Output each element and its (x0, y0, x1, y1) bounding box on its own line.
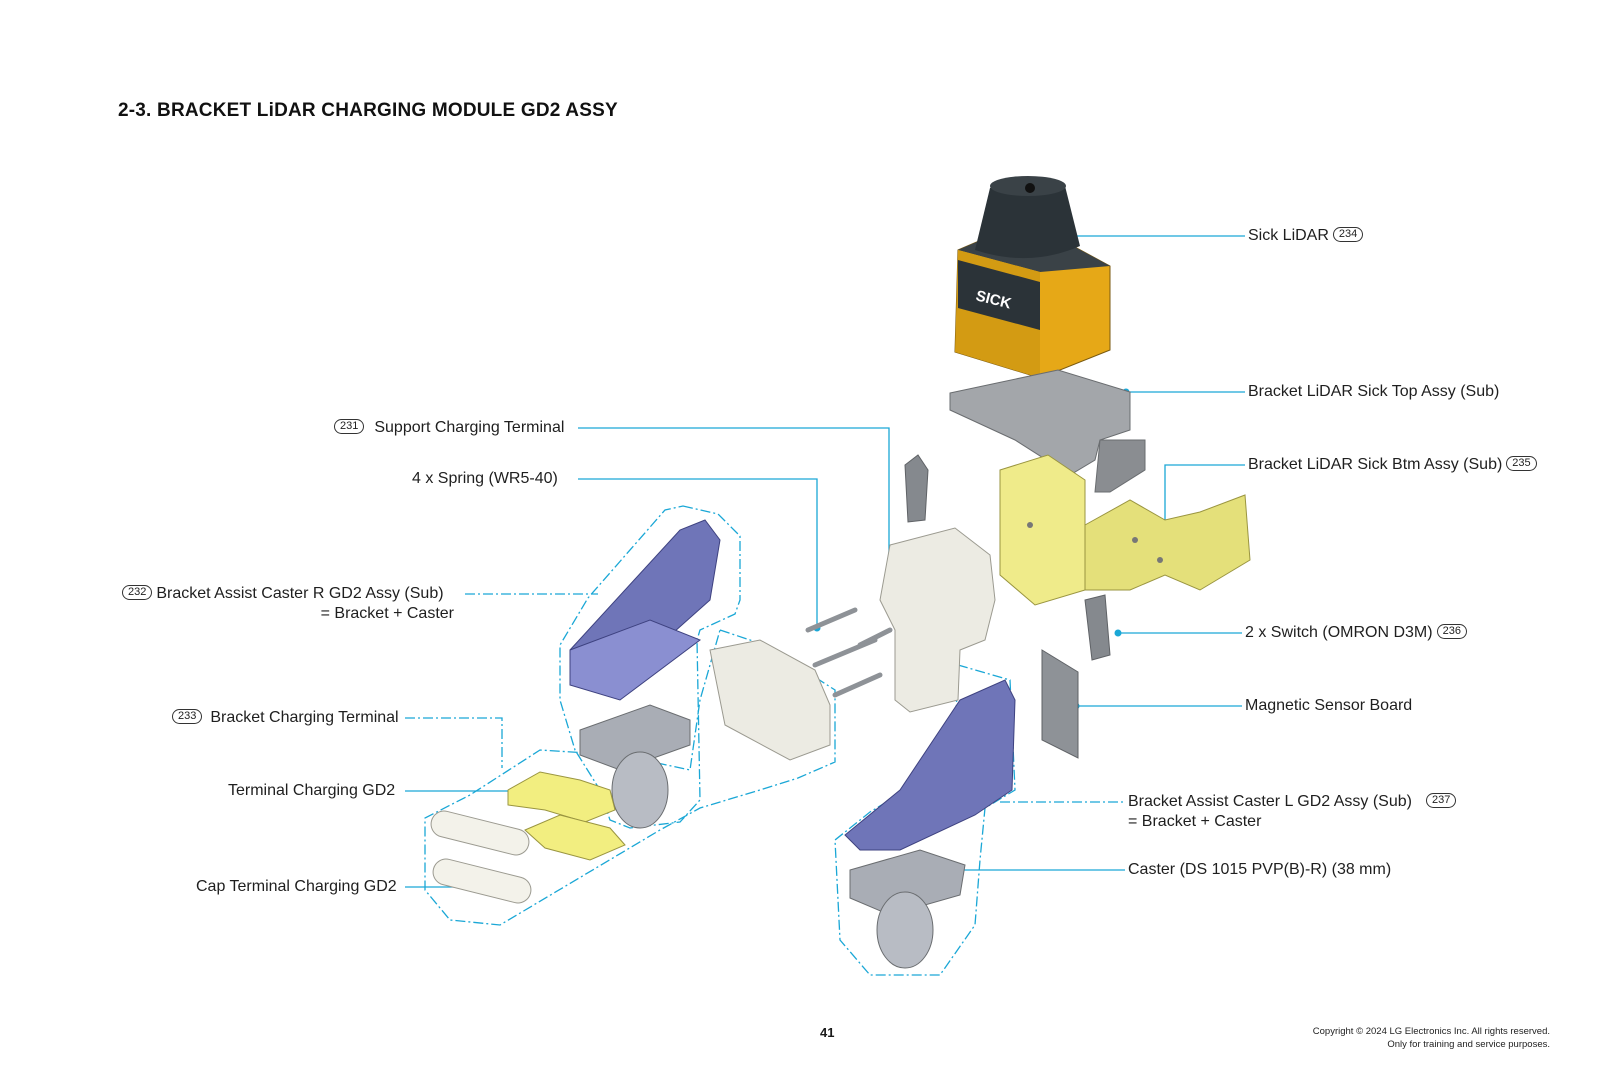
page-title: 2-3. BRACKET LiDAR CHARGING MODULE GD2 A… (118, 100, 618, 121)
charging-housing-part (709, 639, 831, 761)
support-terminal-part (879, 454, 996, 713)
leader-spring (578, 478, 818, 626)
label-top-assy: Bracket LiDAR Sick Top Assy (Sub) (1248, 383, 1500, 400)
magnetic-board-part (1041, 649, 1079, 759)
label-switch: 2 x Switch (OMRON D3M)236 (1245, 623, 1471, 643)
label-spring: 4 x Spring (WR5-40) (412, 470, 558, 487)
part-number-badge: 235 (1506, 456, 1537, 472)
part-number-badge: 232 (122, 585, 153, 601)
part-number-badge: 233 (172, 709, 203, 725)
label-btm-assy: Bracket LiDAR Sick Btm Assy (Sub)235 (1248, 455, 1541, 475)
caster-l-bracket-part (844, 679, 1016, 969)
part-number-badge: 234 (1332, 227, 1364, 243)
label-caster-l: Bracket Assist Caster L GD2 Assy (Sub)23… (1128, 792, 1460, 832)
leader-support (578, 427, 890, 570)
copyright: Copyright © 2024 LG Electronics Inc. All… (1312, 1026, 1550, 1050)
label-terminal-gd2: Terminal Charging GD2 (228, 782, 396, 799)
caster-r-bracket-part (569, 519, 721, 829)
top-bracket-part (949, 369, 1146, 493)
label-caster-r-sub: = Bracket + Caster (320, 605, 454, 622)
page-number: 41 (820, 1025, 835, 1040)
terminal-gd2-part (507, 771, 626, 861)
btm-bracket-part (999, 454, 1251, 606)
label-caster: Caster (DS 1015 PVP(B)-R) (38 mm) (1128, 861, 1392, 878)
sick-lidar-part: SICK (954, 176, 1111, 379)
part-number-badge: 231 (334, 419, 365, 435)
part-number-badge: 237 (1425, 793, 1457, 809)
part-number-badge: 236 (1436, 624, 1467, 640)
switch-part (1084, 594, 1111, 661)
leader-btm-assy (1164, 464, 1245, 526)
charging-terminal-group-outline (424, 629, 836, 926)
leader-charging-terminal (405, 717, 503, 768)
label-cap-terminal: Cap Terminal Charging GD2 (196, 878, 397, 895)
label-magnetic: Magnetic Sensor Board (1245, 697, 1413, 714)
cap-terminal-part (430, 810, 532, 904)
springs-part (805, 607, 893, 698)
caster-r-group-outline (559, 505, 741, 829)
